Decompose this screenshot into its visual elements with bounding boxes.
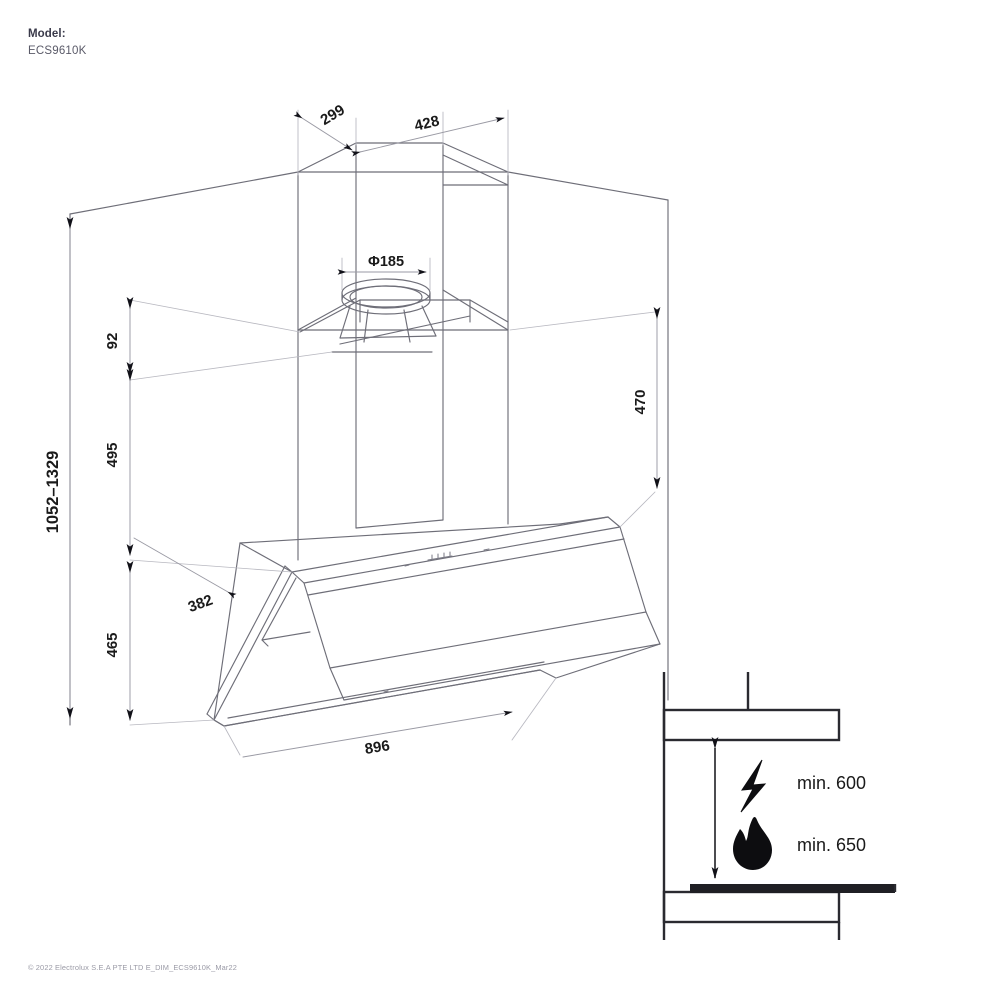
- model-label: Model:: [28, 28, 66, 40]
- chimney-upper: [297, 142, 509, 331]
- clearance-inset: min. 600 min. 650: [662, 672, 897, 940]
- model-value: ECS9610K: [28, 44, 87, 57]
- chimney-lower-column: [297, 289, 509, 561]
- duct-outlet: [339, 278, 437, 343]
- hood-glass-front: [291, 516, 647, 669]
- hood-top-plate: [299, 299, 509, 353]
- copyright-footer: © 2022 Electrolux S.E.A PTE LTD E_DIM_EC…: [28, 963, 238, 972]
- dim-label-465: 465: [104, 632, 121, 657]
- dim-label-495: 495: [104, 442, 121, 467]
- hood-left-side-panel: [206, 565, 311, 727]
- extension-lines: [129, 109, 656, 756]
- inset-label-600: min. 600: [797, 773, 866, 793]
- dimension-labels: 299 428 Φ185 92 495 465 1052–1329 470 38…: [44, 101, 649, 757]
- dim-label-phi185: Φ185: [368, 254, 404, 270]
- dim-label-382: 382: [186, 592, 215, 617]
- dim-label-299: 299: [318, 101, 348, 128]
- inset-label-650: min. 650: [797, 835, 866, 855]
- dim-label-428: 428: [413, 113, 441, 135]
- dim-label-896: 896: [364, 737, 391, 758]
- bottom-panel-mark: [383, 690, 389, 693]
- hood-bottom-panel: [213, 643, 661, 727]
- dim-label-470: 470: [632, 389, 649, 414]
- dimension-lines: [66, 111, 661, 758]
- hood-top-deck: [213, 516, 609, 721]
- lightning-bolt-icon: [740, 759, 767, 813]
- inset-counter-body: [662, 890, 841, 924]
- inset-hood-body: [662, 708, 841, 742]
- dimline-428: [351, 117, 505, 157]
- model-header: Model: ECS9610K: [28, 26, 87, 59]
- dimline-299: [293, 111, 353, 151]
- flame-icon: [733, 816, 772, 870]
- dimline-382: [133, 537, 237, 599]
- geometry-layer: [66, 109, 669, 758]
- control-panel-marks: [404, 548, 490, 567]
- dimline-896: [242, 710, 513, 758]
- inset-hob-plate: [690, 884, 895, 893]
- hood-bottom-rail: [223, 611, 661, 727]
- dim-label-92: 92: [104, 333, 121, 350]
- dim-label-total-height: 1052–1329: [44, 451, 62, 534]
